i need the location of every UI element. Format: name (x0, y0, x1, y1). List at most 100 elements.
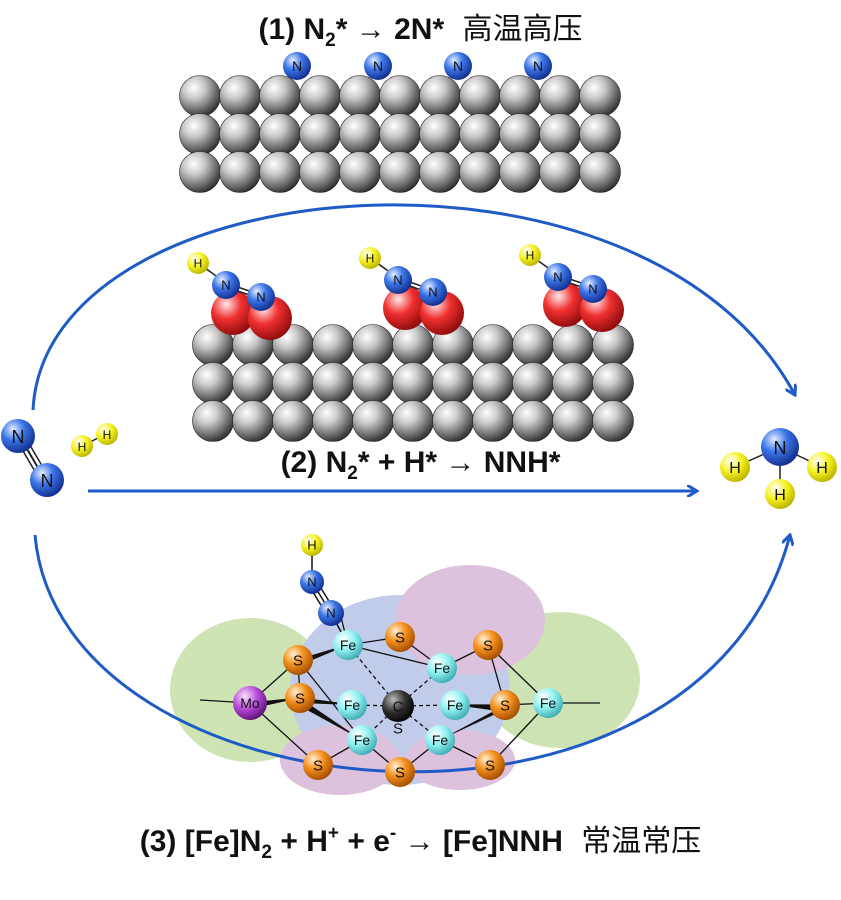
sulfur-label: S (483, 637, 493, 654)
sulfur-label: S (395, 764, 405, 781)
surface-atom (379, 113, 421, 155)
iron-atom (337, 690, 367, 720)
surface-atom (432, 400, 474, 442)
surface-atom (472, 324, 514, 366)
surface-atom (352, 362, 394, 404)
ligand-n-label: N (307, 575, 316, 590)
sulfur-label: S (313, 757, 323, 774)
upper-arc-arrow (31, 203, 795, 411)
surface-atom (512, 324, 554, 366)
adsorbed-n-label: N (533, 58, 543, 74)
surface-atom (219, 75, 261, 117)
iron-atom (425, 725, 455, 755)
metal-surface-2 (192, 324, 634, 442)
oxygen-atom (543, 283, 587, 327)
surface-atom (312, 362, 354, 404)
surface-atom (219, 151, 261, 193)
surface-atom (392, 400, 434, 442)
surface-atom (192, 400, 234, 442)
eq3-number: (3) (139, 825, 177, 858)
molybdenum-label: Mo (240, 695, 260, 711)
adsorbed-n-atom (283, 52, 311, 80)
nnh-n-atom (544, 263, 572, 291)
nnh-h-label: H (194, 256, 203, 270)
surface-atom (272, 400, 314, 442)
iron-label: Fe (432, 732, 449, 748)
surface-atom (432, 362, 474, 404)
nh3-h-label: H (816, 460, 828, 477)
nh3-h-atom (765, 479, 795, 509)
mechanism-2-equation: (2) N2* + H* → NNH* (0, 446, 841, 485)
ligand-n-label: N (326, 606, 335, 621)
nnh-n-label: N (393, 273, 402, 288)
iron-label: Fe (340, 637, 357, 653)
surface-atom (352, 400, 394, 442)
surface-atom (419, 113, 461, 155)
eq3-plus: + (280, 825, 298, 858)
eq2-subscript: 2 (347, 463, 358, 484)
iron-label: Fe (354, 732, 371, 748)
h2-atom (96, 423, 118, 445)
surface-atom (499, 151, 541, 193)
nnh-n-label: N (256, 290, 265, 305)
surface-atom (592, 362, 634, 404)
nnh-n-atom (579, 275, 607, 303)
surface-atom (552, 362, 594, 404)
iron-atom (333, 630, 363, 660)
surface-atom (192, 362, 234, 404)
nh3-n-label: N (774, 438, 787, 458)
surface-atom (459, 113, 501, 155)
nnh-h-atom (187, 252, 209, 274)
molybdenum-atom (233, 686, 267, 720)
eq2-n: N (325, 446, 348, 479)
surface-atom (339, 151, 381, 193)
eq2-arrow: → (445, 446, 476, 479)
surface-atom (512, 400, 554, 442)
surface-atom (352, 324, 394, 366)
sulfur-atom (490, 690, 520, 720)
nnh-h-label: H (526, 248, 535, 262)
h2-molecule: H H (71, 423, 118, 457)
iron-label: Fe (540, 695, 557, 711)
adsorbed-n-atom (364, 52, 392, 80)
iron-label: Fe (434, 660, 451, 676)
surface-atom (392, 324, 434, 366)
eq2-product: NNH* (483, 446, 561, 479)
adsorbed-n-label: N (292, 58, 302, 74)
sulfur-label: S (485, 757, 495, 774)
ligand-h-atom (301, 534, 323, 556)
ligand-h-label: H (307, 538, 316, 553)
eq3-h: H (306, 825, 328, 858)
eq1-arrow: → (355, 13, 386, 46)
nnh-n-label: N (553, 270, 562, 285)
adsorbed-n-atom (444, 52, 472, 80)
surface-atom (179, 75, 221, 117)
adsorbed-n-atom (524, 52, 552, 80)
eq3-arrow: → (404, 825, 435, 858)
surface-atom (472, 362, 514, 404)
surface-atom (299, 113, 341, 155)
sulfur-label: S (500, 697, 510, 714)
surface-atom (379, 75, 421, 117)
eq3-product: [Fe]NNH (442, 825, 563, 858)
adsorbed-n-label: N (453, 58, 463, 74)
iron-atom (533, 688, 563, 718)
nnh-n-label: N (221, 278, 230, 293)
nnh-n-label: N (588, 282, 597, 297)
eq1-n: N (303, 13, 326, 46)
eq1-number: (1) (258, 13, 296, 46)
eq3-superscript-plus: + (327, 823, 339, 844)
surface-atom (339, 113, 381, 155)
iron-atom (347, 725, 377, 755)
nnh-n-atom (247, 283, 275, 311)
n2-atom (1, 419, 35, 453)
sulfur-atom (283, 645, 313, 675)
nh3-molecule: H H N H (720, 428, 837, 509)
iron-label: Fe (447, 697, 464, 713)
surface-atom (232, 400, 274, 442)
oxygen-atom (211, 291, 255, 335)
mechanism-3-equation: (3) [Fe]N2 + H+ + e- → [Fe]NNH 常温常压 (0, 816, 841, 864)
